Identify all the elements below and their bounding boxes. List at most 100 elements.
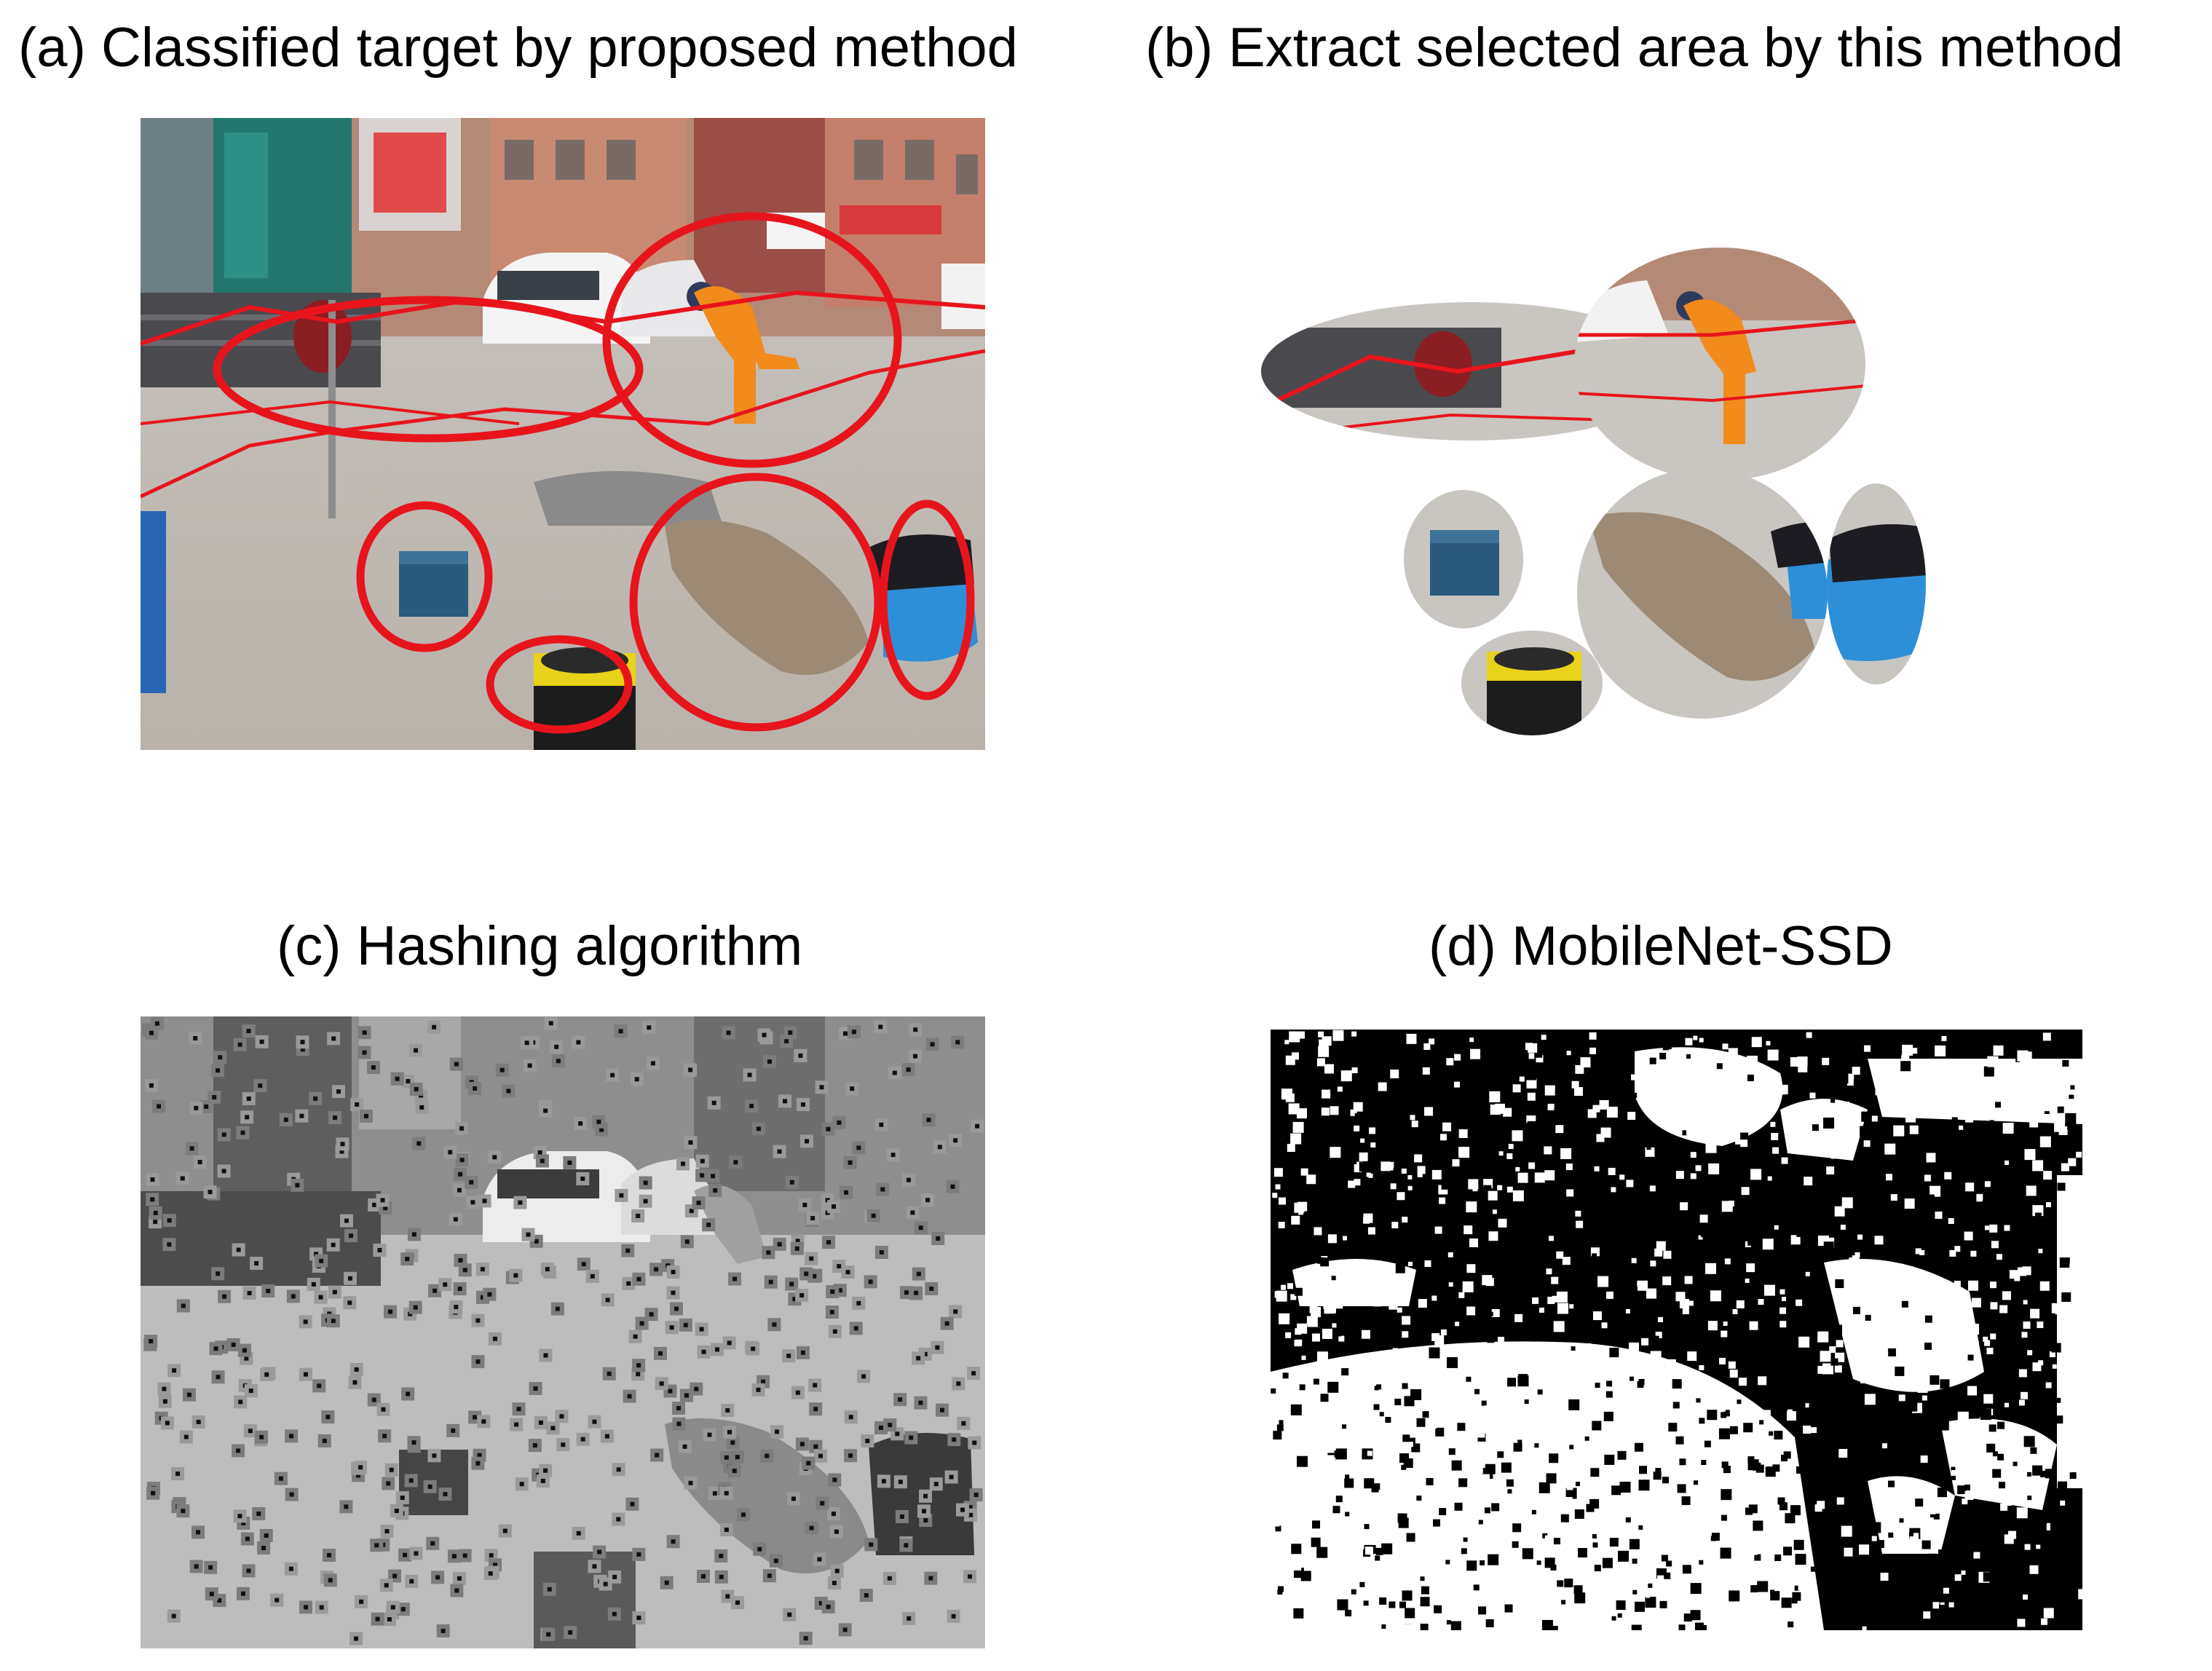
noise-pixel [1561, 1497, 1573, 1509]
keypoint-dot [382, 1434, 387, 1439]
keypoint-dot [610, 1072, 615, 1078]
noise-pixel [1666, 1560, 1672, 1567]
noise-pixel [1973, 1552, 1980, 1559]
noise-pixel [1694, 1503, 1703, 1512]
noise-pixel [2018, 1413, 2023, 1418]
noise-pixel [1397, 1192, 1405, 1201]
keypoint-dot [801, 1102, 806, 1107]
noise-pixel [1780, 1289, 1785, 1295]
noise-pixel [1728, 1361, 1736, 1369]
keypoint-dot [683, 1322, 688, 1327]
noise-pixel [1298, 1397, 1306, 1404]
noise-pixel [2039, 1220, 2046, 1227]
keypoint-dot [733, 1160, 738, 1165]
noise-pixel [2018, 1380, 2026, 1388]
noise-pixel [1560, 1147, 1572, 1159]
noise-pixel [1491, 1503, 1500, 1512]
noise-pixel [1302, 1182, 1311, 1192]
noise-pixel [1956, 1230, 1963, 1237]
noise-pixel [1930, 1421, 1935, 1426]
noise-pixel [1426, 1418, 1437, 1429]
keypoint-dot [735, 1600, 740, 1605]
noise-pixel [1704, 1108, 1713, 1118]
noise-pixel [1366, 1172, 1371, 1177]
noise-pixel [1790, 1505, 1801, 1516]
keypoint-dot [659, 1381, 664, 1386]
noise-pixel [1514, 1314, 1523, 1322]
noise-pixel [1699, 1038, 1704, 1043]
noise-pixel [1524, 1399, 1529, 1405]
noise-pixel [1611, 1187, 1616, 1193]
keypoint-dot [481, 1419, 486, 1424]
noise-pixel [1287, 1144, 1295, 1153]
noise-pixel [1888, 1480, 1895, 1488]
keypoint-dot [457, 1576, 462, 1581]
noise-pixel [2023, 1436, 2035, 1447]
keypoint-dot [567, 1160, 572, 1165]
keypoint-dot [789, 1180, 794, 1185]
noise-pixel [1989, 1120, 1994, 1125]
keypoint-dot [295, 1182, 300, 1188]
keypoint-dot [477, 1453, 482, 1458]
noise-pixel [1440, 1329, 1447, 1335]
noise-pixel [1984, 1340, 1991, 1346]
noise-pixel [1723, 1322, 1728, 1327]
noise-pixel [1609, 1538, 1619, 1547]
noise-pixel [1511, 1573, 1516, 1579]
noise-pixel [1683, 1613, 1692, 1622]
noise-pixel [1617, 1613, 1622, 1618]
noise-pixel [1544, 1146, 1552, 1155]
keypoint-dot [548, 1021, 553, 1026]
noise-pixel [1345, 1609, 1352, 1616]
keypoint-dot [266, 1289, 271, 1294]
noise-pixel [1594, 1565, 1601, 1572]
noise-pixel [1527, 1531, 1538, 1542]
noise-pixel [1662, 1276, 1672, 1286]
noise-pixel [1589, 1047, 1597, 1054]
keypoint-dot [799, 1293, 805, 1298]
keypoint-dot [906, 1067, 911, 1072]
keypoint-dot [248, 1388, 253, 1394]
noise-pixel [1701, 1460, 1707, 1466]
noise-pixel [1863, 1140, 1871, 1147]
noise-pixel [1965, 1342, 1974, 1351]
noise-pixel [1911, 1048, 1918, 1054]
noise-pixel [1848, 1073, 1854, 1080]
noise-pixel [1547, 1103, 1555, 1110]
noise-pixel [1512, 1541, 1519, 1548]
noise-pixel [1728, 1201, 1734, 1207]
noise-pixel [1553, 1321, 1565, 1332]
noise-pixel [1895, 1366, 1905, 1376]
noise-pixel [1896, 1044, 1904, 1052]
keypoint-dot [725, 1594, 730, 1599]
noise-pixel [1686, 1126, 1694, 1135]
keypoint-dot [291, 1294, 296, 1299]
keypoint-dot [331, 1036, 336, 1041]
noise-pixel [1939, 1605, 1947, 1613]
noise-pixel [2044, 1571, 2051, 1579]
keypoint-dot [336, 1089, 341, 1094]
noise-pixel [1831, 1451, 1837, 1457]
noise-pixel [1457, 1423, 1466, 1431]
noise-pixel [1968, 1603, 1976, 1611]
keypoint-dot [167, 1218, 172, 1223]
keypoint-dot [395, 1076, 400, 1081]
noise-pixel [1830, 1098, 1836, 1103]
keypoint-dot [848, 1453, 853, 1458]
keypoint-dot [871, 1213, 876, 1218]
noise-pixel [1777, 1497, 1785, 1505]
noise-pixel [1273, 1072, 1279, 1077]
noise-pixel [1849, 1466, 1854, 1471]
noise-pixel [1320, 1394, 1329, 1402]
noise-pixel [1996, 1254, 2002, 1260]
noise-pixel [2052, 1364, 2057, 1369]
noise-pixel [1871, 1536, 1877, 1541]
keypoint-dot [482, 1198, 487, 1204]
noise-pixel [1763, 1390, 1771, 1398]
noise-pixel [1556, 1251, 1564, 1259]
keypoint-dot [167, 1242, 172, 1247]
noise-pixel [1973, 1513, 1984, 1524]
noise-pixel [1431, 1313, 1439, 1321]
noise-pixel [1630, 1376, 1635, 1381]
noise-pixel [2018, 1267, 2027, 1276]
